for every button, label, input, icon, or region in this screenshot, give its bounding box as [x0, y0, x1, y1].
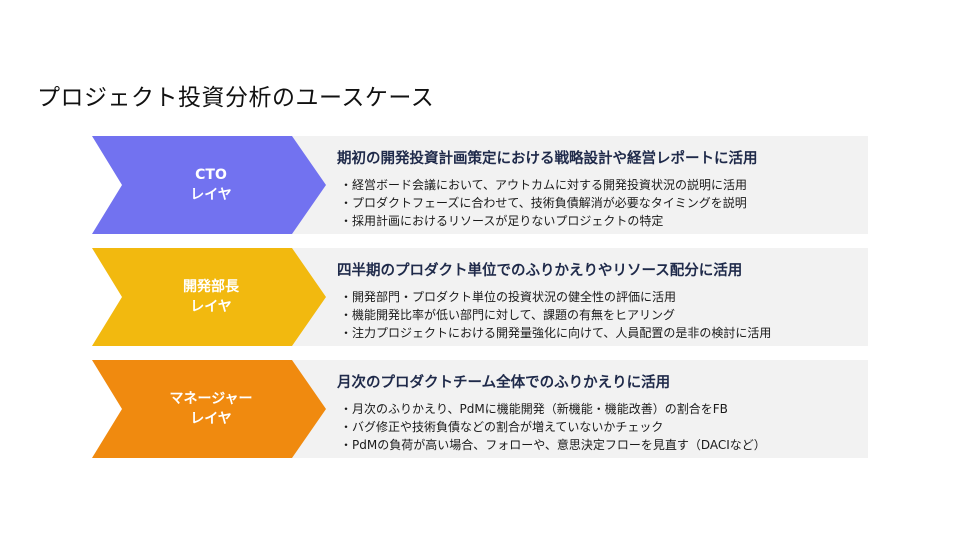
bullet-item: ・開発部門・プロダクト単位の投資状況の健全性の評価に活用: [340, 288, 771, 306]
use-case-row-dept-head: 開発部長 レイヤ 四半期のプロダクト単位でのふりかえりやリソース配分に活用 ・開…: [92, 248, 868, 346]
bullet-list: ・経営ボード会議において、アウトカムに対する開発投資状況の説明に活用 ・プロダク…: [340, 176, 747, 230]
bullet-icon: ・: [340, 178, 353, 192]
bullet-item: ・プロダクトフェーズに合わせて、技術負債解消が必要なタイミングを説明: [340, 194, 747, 212]
bullet-icon: ・: [340, 214, 353, 228]
bullet-item: ・経営ボード会議において、アウトカムに対する開発投資状況の説明に活用: [340, 176, 747, 194]
bullet-icon: ・: [340, 290, 353, 304]
bullet-item: ・PdMの負荷が高い場合、フォローや、意思決定フローを見直す（DACIなど）: [340, 436, 766, 454]
bullet-icon: ・: [340, 402, 353, 416]
bullet-text: 経営ボード会議において、アウトカムに対する開発投資状況の説明に活用: [352, 178, 748, 192]
page-title: プロジェクト投資分析のユースケース: [37, 85, 435, 111]
role-label-line2: レイヤ: [190, 411, 232, 427]
bullet-text: 注力プロジェクトにおける開発量強化に向けて、人員配置の是非の検討に活用: [352, 326, 772, 340]
bullet-text: PdMの負荷が高い場合、フォローや、意思決定フローを見直す（DACIなど）: [352, 438, 766, 452]
role-label: 開発部長 レイヤ: [122, 248, 300, 346]
use-case-row-manager: マネージャー レイヤ 月次のプロダクトチーム全体でのふりかえりに活用 ・月次のふ…: [92, 360, 868, 458]
use-case-row-cto: CTO レイヤ 期初の開発投資計画策定における戦略設計や経営レポートに活用 ・経…: [92, 136, 868, 234]
bullet-icon: ・: [340, 438, 353, 452]
row-heading: 月次のプロダクトチーム全体でのふりかえりに活用: [337, 375, 671, 391]
role-label-line2: レイヤ: [190, 187, 232, 203]
role-label-line1: 開発部長: [183, 279, 239, 295]
bullet-item: ・バグ修正や技術負債などの割合が増えていないかチェック: [340, 418, 766, 436]
bullet-text: バグ修正や技術負債などの割合が増えていないかチェック: [352, 420, 664, 434]
role-label: マネージャー レイヤ: [122, 360, 300, 458]
role-label-line1: CTO: [195, 167, 227, 183]
chevron-arrow: [92, 136, 326, 234]
bullet-item: ・機能開発比率が低い部門に対して、課題の有無をヒアリング: [340, 306, 771, 324]
row-panel: [292, 360, 868, 458]
bullet-item: ・注力プロジェクトにおける開発量強化に向けて、人員配置の是非の検討に活用: [340, 324, 771, 342]
bullet-list: ・開発部門・プロダクト単位の投資状況の健全性の評価に活用 ・機能開発比率が低い部…: [340, 288, 771, 342]
chevron-arrow: [92, 360, 326, 458]
row-heading: 期初の開発投資計画策定における戦略設計や経営レポートに活用: [337, 151, 758, 167]
role-label-line1: マネージャー: [169, 391, 253, 407]
bullet-text: 月次のふりかえり、PdMに機能開発（新機能・機能改善）の割合をFB: [352, 402, 728, 416]
chevron-arrow: [92, 248, 326, 346]
role-label-line2: レイヤ: [190, 299, 232, 315]
role-label: CTO レイヤ: [122, 136, 300, 234]
bullet-icon: ・: [340, 308, 353, 322]
bullet-icon: ・: [340, 196, 353, 210]
bullet-list: ・月次のふりかえり、PdMに機能開発（新機能・機能改善）の割合をFB ・バグ修正…: [340, 400, 766, 454]
bullet-icon: ・: [340, 420, 353, 434]
bullet-text: 開発部門・プロダクト単位の投資状況の健全性の評価に活用: [352, 290, 677, 304]
row-panel: [292, 248, 868, 346]
bullet-text: 機能開発比率が低い部門に対して、課題の有無をヒアリング: [352, 308, 676, 322]
bullet-text: プロダクトフェーズに合わせて、技術負債解消が必要なタイミングを説明: [352, 196, 747, 210]
row-panel: [292, 136, 868, 234]
bullet-icon: ・: [340, 326, 353, 340]
bullet-item: ・月次のふりかえり、PdMに機能開発（新機能・機能改善）の割合をFB: [340, 400, 766, 418]
row-heading: 四半期のプロダクト単位でのふりかえりやリソース配分に活用: [337, 263, 743, 279]
bullet-text: 採用計画におけるリソースが足りないプロジェクトの特定: [352, 214, 664, 228]
bullet-item: ・採用計画におけるリソースが足りないプロジェクトの特定: [340, 212, 747, 230]
